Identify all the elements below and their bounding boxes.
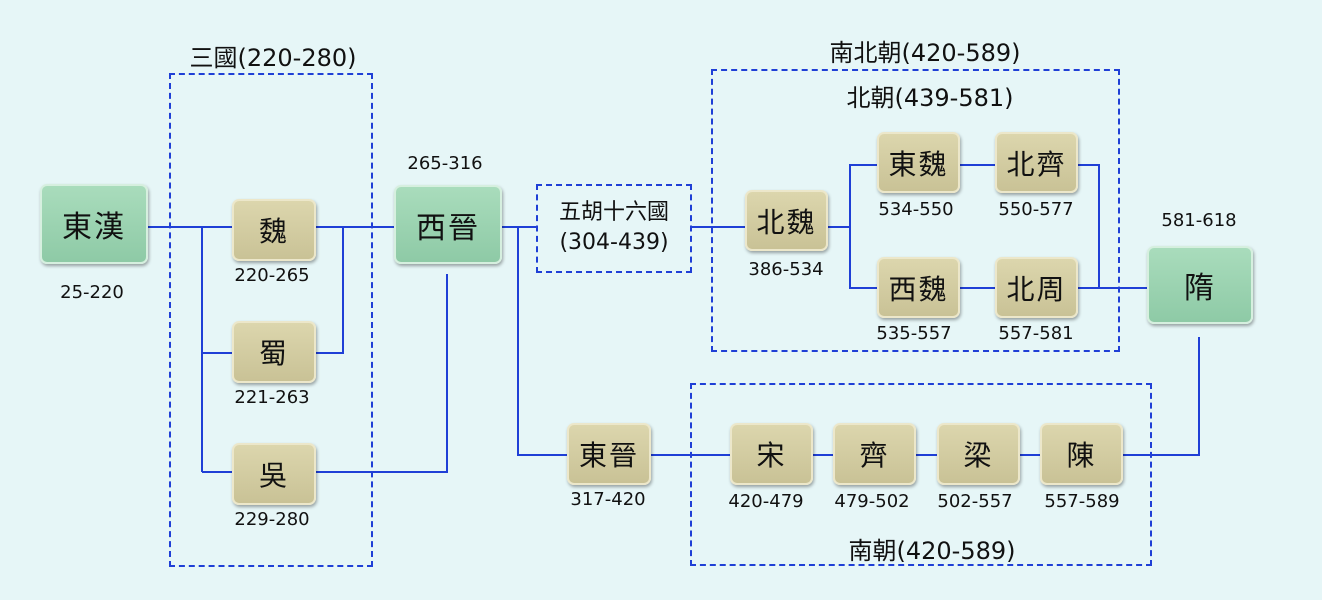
node-xiwei-name: 西魏 [888, 272, 949, 306]
node-beiwei: 北魏 [745, 190, 828, 251]
node-beiwei-name: 北魏 [756, 205, 817, 239]
link-shu-xijin [316, 227, 344, 354]
years-chen: 557-589 [1044, 491, 1120, 512]
node-dongjin-name: 東晉 [578, 439, 639, 472]
years-wu: 229-280 [234, 509, 310, 530]
years-xijin: 265-316 [407, 153, 483, 174]
node-liang: 梁 [937, 423, 1020, 485]
link-xijin-dongjin [517, 227, 567, 456]
years-beiwei: 386-534 [748, 259, 824, 280]
years-wei: 220-265 [234, 265, 310, 286]
node-sui: 隋 [1147, 246, 1253, 324]
years-liang: 502-557 [937, 491, 1013, 512]
years-sui: 581-618 [1161, 210, 1237, 231]
years-beiqi: 550-577 [998, 199, 1074, 220]
node-shu-name: 蜀 [258, 337, 289, 370]
node-liang-name: 梁 [963, 439, 994, 472]
node-dongwei: 東魏 [877, 132, 960, 193]
node-chen: 陳 [1040, 423, 1123, 485]
node-xiwei: 西魏 [877, 257, 960, 318]
years-dongwei: 534-550 [878, 199, 954, 220]
node-dongwei-name: 東魏 [888, 147, 949, 181]
wuhu-years: (304-439) [559, 230, 669, 255]
years-beizhou: 557-581 [998, 323, 1074, 344]
node-song: 宋 [730, 423, 813, 485]
node-chen-name: 陳 [1066, 439, 1097, 472]
nanbeichao-label: 南北朝(420-589) [829, 39, 1021, 67]
years-song: 420-479 [728, 491, 804, 512]
link-beiqi-beizhou [1078, 164, 1100, 288]
years-xiwei: 535-557 [876, 323, 952, 344]
link-chen-sui [1123, 337, 1200, 456]
node-wei-name: 魏 [258, 215, 289, 248]
beichao-group-box [711, 69, 1120, 352]
beichao-label: 北朝(439-581) [846, 84, 1014, 112]
link-wu-xijin [316, 274, 448, 473]
node-donghan-name: 東漢 [62, 210, 126, 245]
node-shu: 蜀 [232, 321, 316, 383]
node-wu-name: 吳 [258, 459, 289, 492]
link-beiwei-xiwei [849, 227, 877, 289]
node-sui-name: 隋 [1184, 271, 1216, 306]
node-beizhou-name: 北周 [1006, 272, 1067, 306]
node-xijin: 西晉 [394, 185, 502, 264]
node-beiqi-name: 北齊 [1006, 147, 1067, 181]
wuhu-text: 五胡十六國 (304-439) [536, 198, 692, 258]
nanchao-label: 南朝(420-589) [848, 537, 1016, 565]
node-wu: 吳 [232, 443, 316, 505]
nanchao-group-box [690, 383, 1152, 566]
sanguo-group-box [169, 73, 373, 567]
years-shu: 221-263 [234, 387, 310, 408]
node-wei: 魏 [232, 199, 316, 261]
years-qi: 479-502 [834, 491, 910, 512]
node-song-name: 宋 [756, 439, 787, 472]
node-qi: 齊 [833, 423, 916, 485]
node-beiqi: 北齊 [995, 132, 1078, 193]
node-dongjin: 東晉 [567, 423, 651, 485]
link-beiwei-dongwei [828, 164, 877, 228]
years-dongjin: 317-420 [570, 489, 646, 510]
node-donghan: 東漢 [40, 184, 148, 264]
wuhu-group-box [536, 184, 692, 273]
node-beizhou: 北周 [995, 257, 1078, 318]
node-xijin-name: 西晉 [416, 210, 480, 246]
node-qi-name: 齊 [859, 439, 890, 472]
wuhu-name: 五胡十六國 [558, 200, 669, 225]
sanguo-label: 三國(220-280) [189, 44, 357, 72]
years-donghan: 25-220 [60, 282, 124, 303]
